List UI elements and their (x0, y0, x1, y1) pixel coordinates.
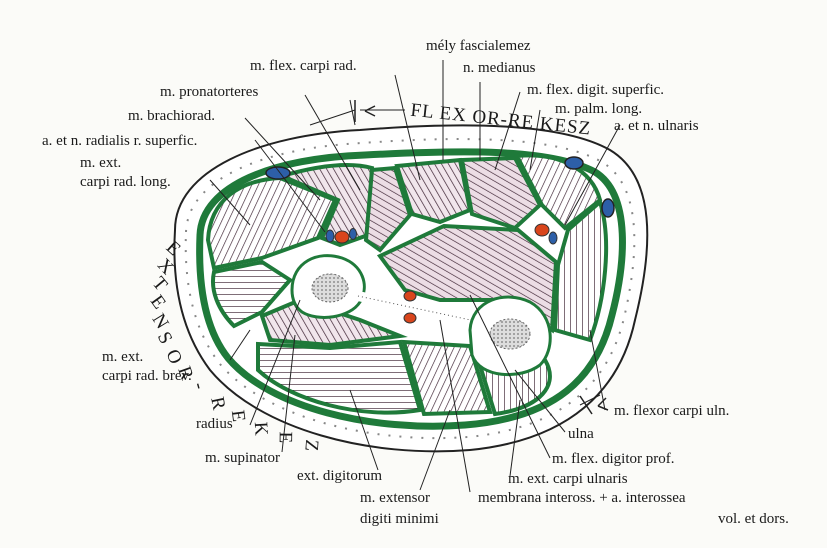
label-m-ext-carpi-rad-long-1: m. ext. (80, 155, 121, 171)
extensor-rekesz-letter: O (161, 346, 186, 368)
compartment-arrows (354, 100, 609, 415)
extensor-rekesz-letter: E (275, 431, 296, 444)
muscle-ext-carpi-rad-brev (211, 259, 294, 329)
label-n-medianus: n. medianus (463, 60, 536, 76)
label-m-ext-carpi-rad-brev-2: carpi rad. brev. (102, 368, 192, 384)
label-a-et-n-radialis: a. et n. radialis r. superfic. (42, 133, 197, 149)
muscle-brachioradialis (276, 163, 375, 248)
extensor-rekesz-letter: Z (300, 439, 322, 453)
radial-vein-2 (349, 228, 357, 240)
label-ulna: ulna (568, 426, 594, 442)
radial-vein (325, 229, 335, 243)
muscle-flex-digit-superfic (459, 155, 543, 231)
basilic-vein-2 (601, 198, 615, 218)
label-ext-digitorum: ext. digitorum (297, 468, 382, 484)
label-m-flex-carpi-rad: m. flex. carpi rad. (250, 58, 357, 74)
interosseous-artery-1 (403, 290, 417, 302)
label-m-ext-carpi-rad-long-2: carpi rad. long. (80, 174, 171, 190)
label-m-flex-digit-superfic: m. flex. digit. superfic. (527, 82, 664, 98)
label-m-pronatorteres: m. pronatorteres (160, 84, 258, 100)
interosseous-artery-2 (403, 312, 417, 324)
label-vol-et-dors: vol. et dors. (718, 511, 789, 527)
label-mely-fascialemez: mély fascialemez (426, 38, 531, 54)
extensor-rekesz-letter: E (227, 409, 249, 424)
label-radius: radius (196, 416, 233, 432)
muscle-ext-carpi-rad-long (205, 175, 338, 271)
label-m-extensor-digiti-minimi-1: m. extensor (360, 490, 430, 506)
label-m-flexor-carpi-uln: m. flexor carpi uln. (614, 403, 729, 419)
ulnar-artery (534, 223, 550, 237)
label-m-supinator: m. supinator (205, 450, 280, 466)
ulnar-vein (548, 231, 558, 245)
label-a-et-n-ulnaris: a. et n. ulnaris (614, 118, 699, 134)
radius-bone (290, 254, 366, 319)
label-membrana-inteross: membrana inteross. + a. interossea (478, 490, 686, 506)
label-m-ext-carpi-rad-brev-1: m. ext. (102, 349, 143, 365)
cephalic-vein (265, 166, 291, 180)
muscle-flex-carpi-rad (394, 157, 473, 225)
label-m-flex-digitor-prof: m. flex. digitor prof. (552, 451, 674, 467)
extensor-rekesz-letter: R (206, 395, 229, 413)
muscle-flex-digitor-prof (376, 223, 559, 334)
label-m-palm-long: m. palm. long. (555, 101, 642, 117)
ulna-bone (468, 295, 552, 377)
extensor-rekesz-letter: R (173, 364, 197, 384)
extensor-rekesz-letter: K (250, 421, 272, 437)
muscle-flex-carpi-uln (552, 198, 609, 343)
muscle-extensor-digiti-minimi (401, 339, 493, 417)
basilic-vein-1 (564, 156, 584, 170)
label-m-extensor-digiti-minimi-2: digiti minimi (360, 511, 439, 527)
muscle-pronator-teres (363, 165, 413, 253)
label-m-ext-carpi-ulnaris: m. ext. carpi ulnaris (508, 471, 628, 487)
radial-artery (334, 230, 350, 244)
muscle-palmaris-longus (513, 153, 603, 231)
label-m-brachiorad: m. brachiorad. (128, 108, 215, 124)
